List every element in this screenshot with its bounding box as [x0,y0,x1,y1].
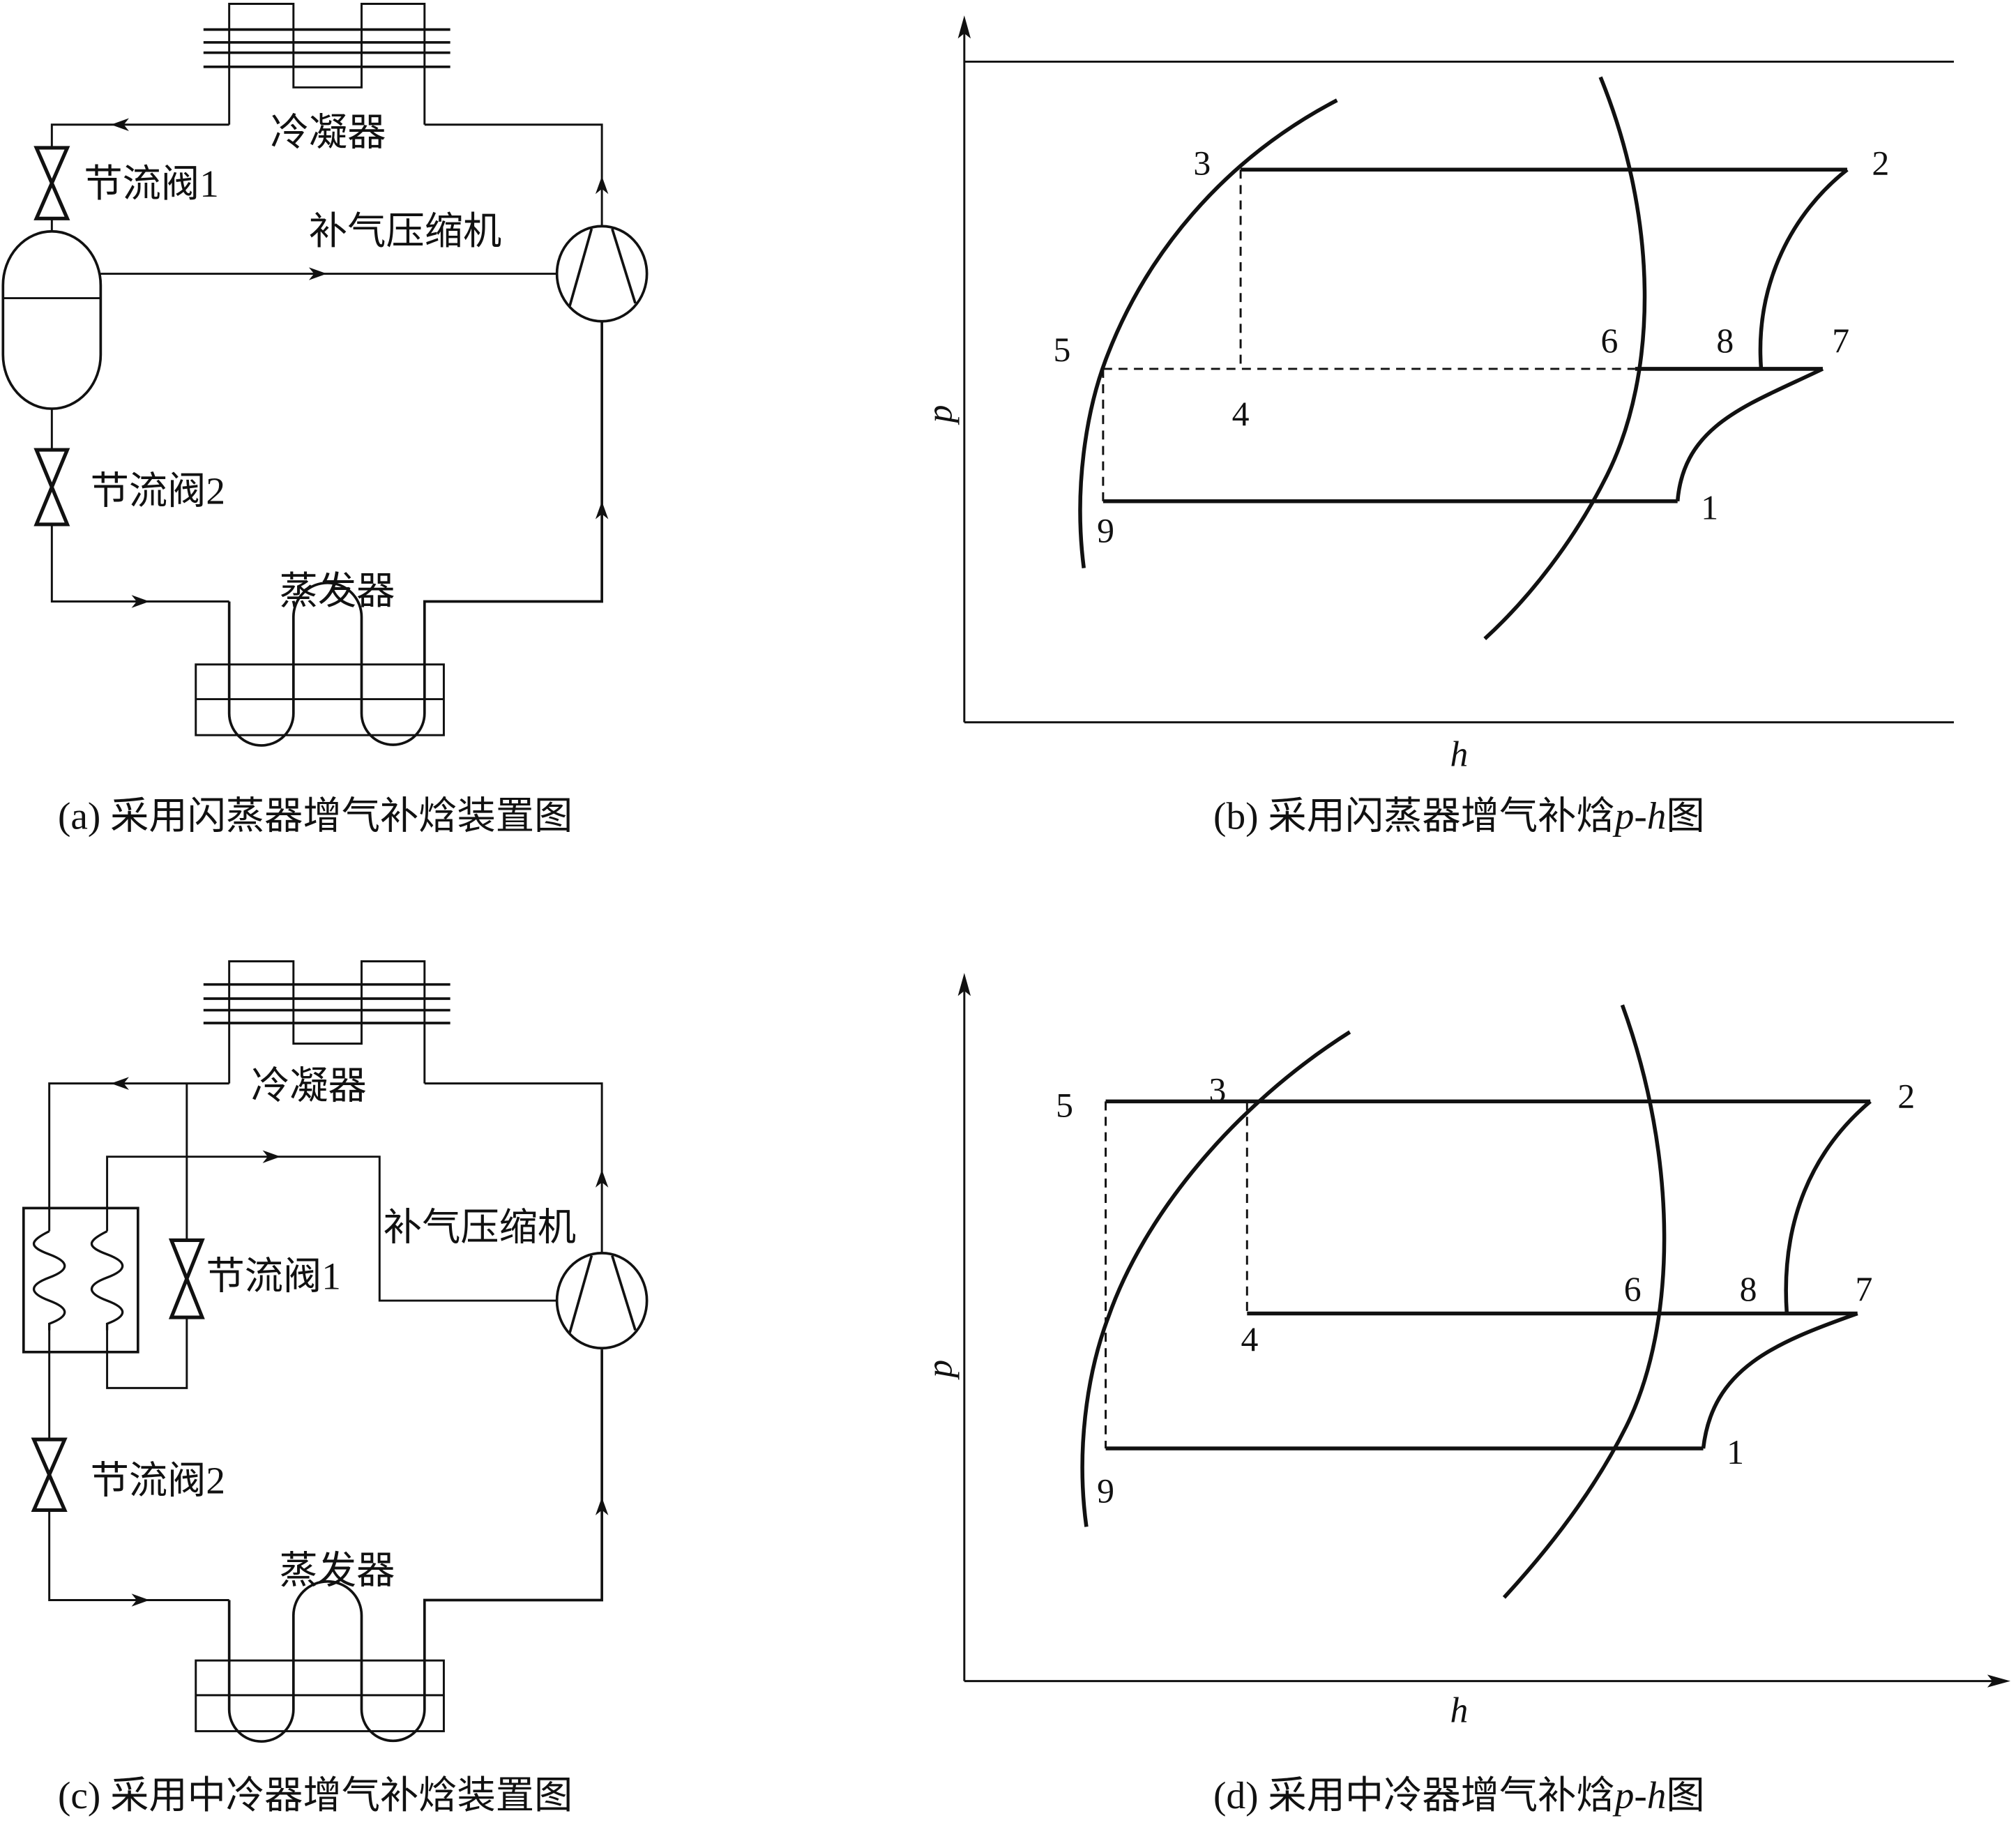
y-axis-label: p [920,405,960,426]
condenser-icon [203,960,450,1084]
point-4: 4 [1241,1320,1259,1358]
point-9: 9 [1097,1471,1114,1510]
compressor-icon [555,1252,649,1350]
condenser-icon [203,3,450,125]
y-axis-arrow-icon [957,15,971,39]
panel-a-flash-tank-schematic: 冷凝器 节流阀1 补气压缩机 节流阀2 蒸发器 [1,3,649,838]
pipe-condenser-out [50,123,229,148]
flow-arrow-icon [111,118,129,131]
flow-arrow-icon [595,176,609,195]
point-5: 5 [1056,1086,1073,1125]
caption-a: (a) 采用闪蒸器增气补焓装置图 [58,795,573,838]
point-6: 6 [1624,1270,1642,1308]
intercooler-icon [22,1206,139,1354]
saturated-liquid-curve [1078,98,1338,568]
point-1: 1 [1727,1433,1744,1471]
flow-arrow-icon [308,267,327,280]
evaporator-icon [195,321,603,747]
point-1: 1 [1701,489,1718,527]
point-6: 6 [1601,321,1619,360]
flow-arrow-icon [595,1169,609,1188]
flow-arrow-icon [595,501,609,520]
point-4: 4 [1232,395,1250,433]
point-9: 9 [1097,512,1114,550]
point-3: 3 [1208,1070,1226,1109]
flow-arrow-icon [131,595,150,608]
flow-arrow-icon [595,1497,609,1515]
y-axis-label: p [920,1360,960,1381]
flow-arrow-icon [111,1077,129,1090]
point-2: 2 [1897,1077,1915,1116]
point-5: 5 [1053,331,1070,369]
saturated-vapor-curve [1483,76,1647,640]
throttle-valve-1-icon [33,146,70,220]
y-axis-arrow-icon [957,973,971,997]
throttle-valve-2-icon [33,448,70,527]
point-8: 8 [1716,321,1734,360]
compressor-label: 补气压缩机 [309,210,501,252]
valve1-label: 节流阀1 [84,162,218,205]
valve2-label: 节流阀2 [91,1460,225,1502]
valve1-label: 节流阀1 [206,1255,340,1297]
compressor-label: 补气压缩机 [384,1206,576,1248]
saturated-vapor-curve [1502,1004,1667,1599]
flash-tank-icon [1,229,103,410]
x-axis-label: h [1450,1691,1468,1731]
point-3: 3 [1193,144,1211,183]
evaporator-label: 蒸发器 [280,1550,395,1592]
panel-c-intercooler-schematic: 冷凝器 节流阀1 补气压缩机 节流阀2 蒸发器 [22,960,649,1817]
condenser-label: 冷凝器 [271,111,386,153]
throttle-valve-1-icon [168,1238,205,1319]
x-axis-arrow-icon [1987,1674,2011,1688]
point-7: 7 [1855,1270,1872,1308]
condenser-label: 冷凝器 [251,1065,367,1107]
valve2-label: 节流阀2 [91,469,225,512]
point-7: 7 [1832,321,1849,360]
flow-arrow-icon [131,1593,150,1607]
point-2: 2 [1872,144,1889,183]
caption-b: (b) 采用闪蒸器增气补焓p-h图 [1213,795,1705,838]
flow-arrow-icon [262,1150,281,1163]
compressor-icon [555,225,649,323]
throttle-valve-2-icon [31,1437,68,1513]
x-axis-label: h [1450,734,1468,774]
caption-c: (c) 采用中冷器增气补焓装置图 [58,1774,573,1817]
evaporator-label: 蒸发器 [280,570,395,612]
panel-d-ph-diagram: p h 5 3 2 6 8 7 4 9 1 (d) 采用中冷器增气补焓p-h图 [920,973,2011,1817]
point-8: 8 [1740,1270,1757,1308]
evaporator-icon [195,1349,603,1743]
panel-b-ph-diagram: p h 3 2 5 4 6 8 7 9 1 (b) 采用闪蒸器增气补焓p-h图 [920,15,1954,838]
caption-d: (d) 采用中冷器增气补焓p-h图 [1213,1774,1705,1817]
